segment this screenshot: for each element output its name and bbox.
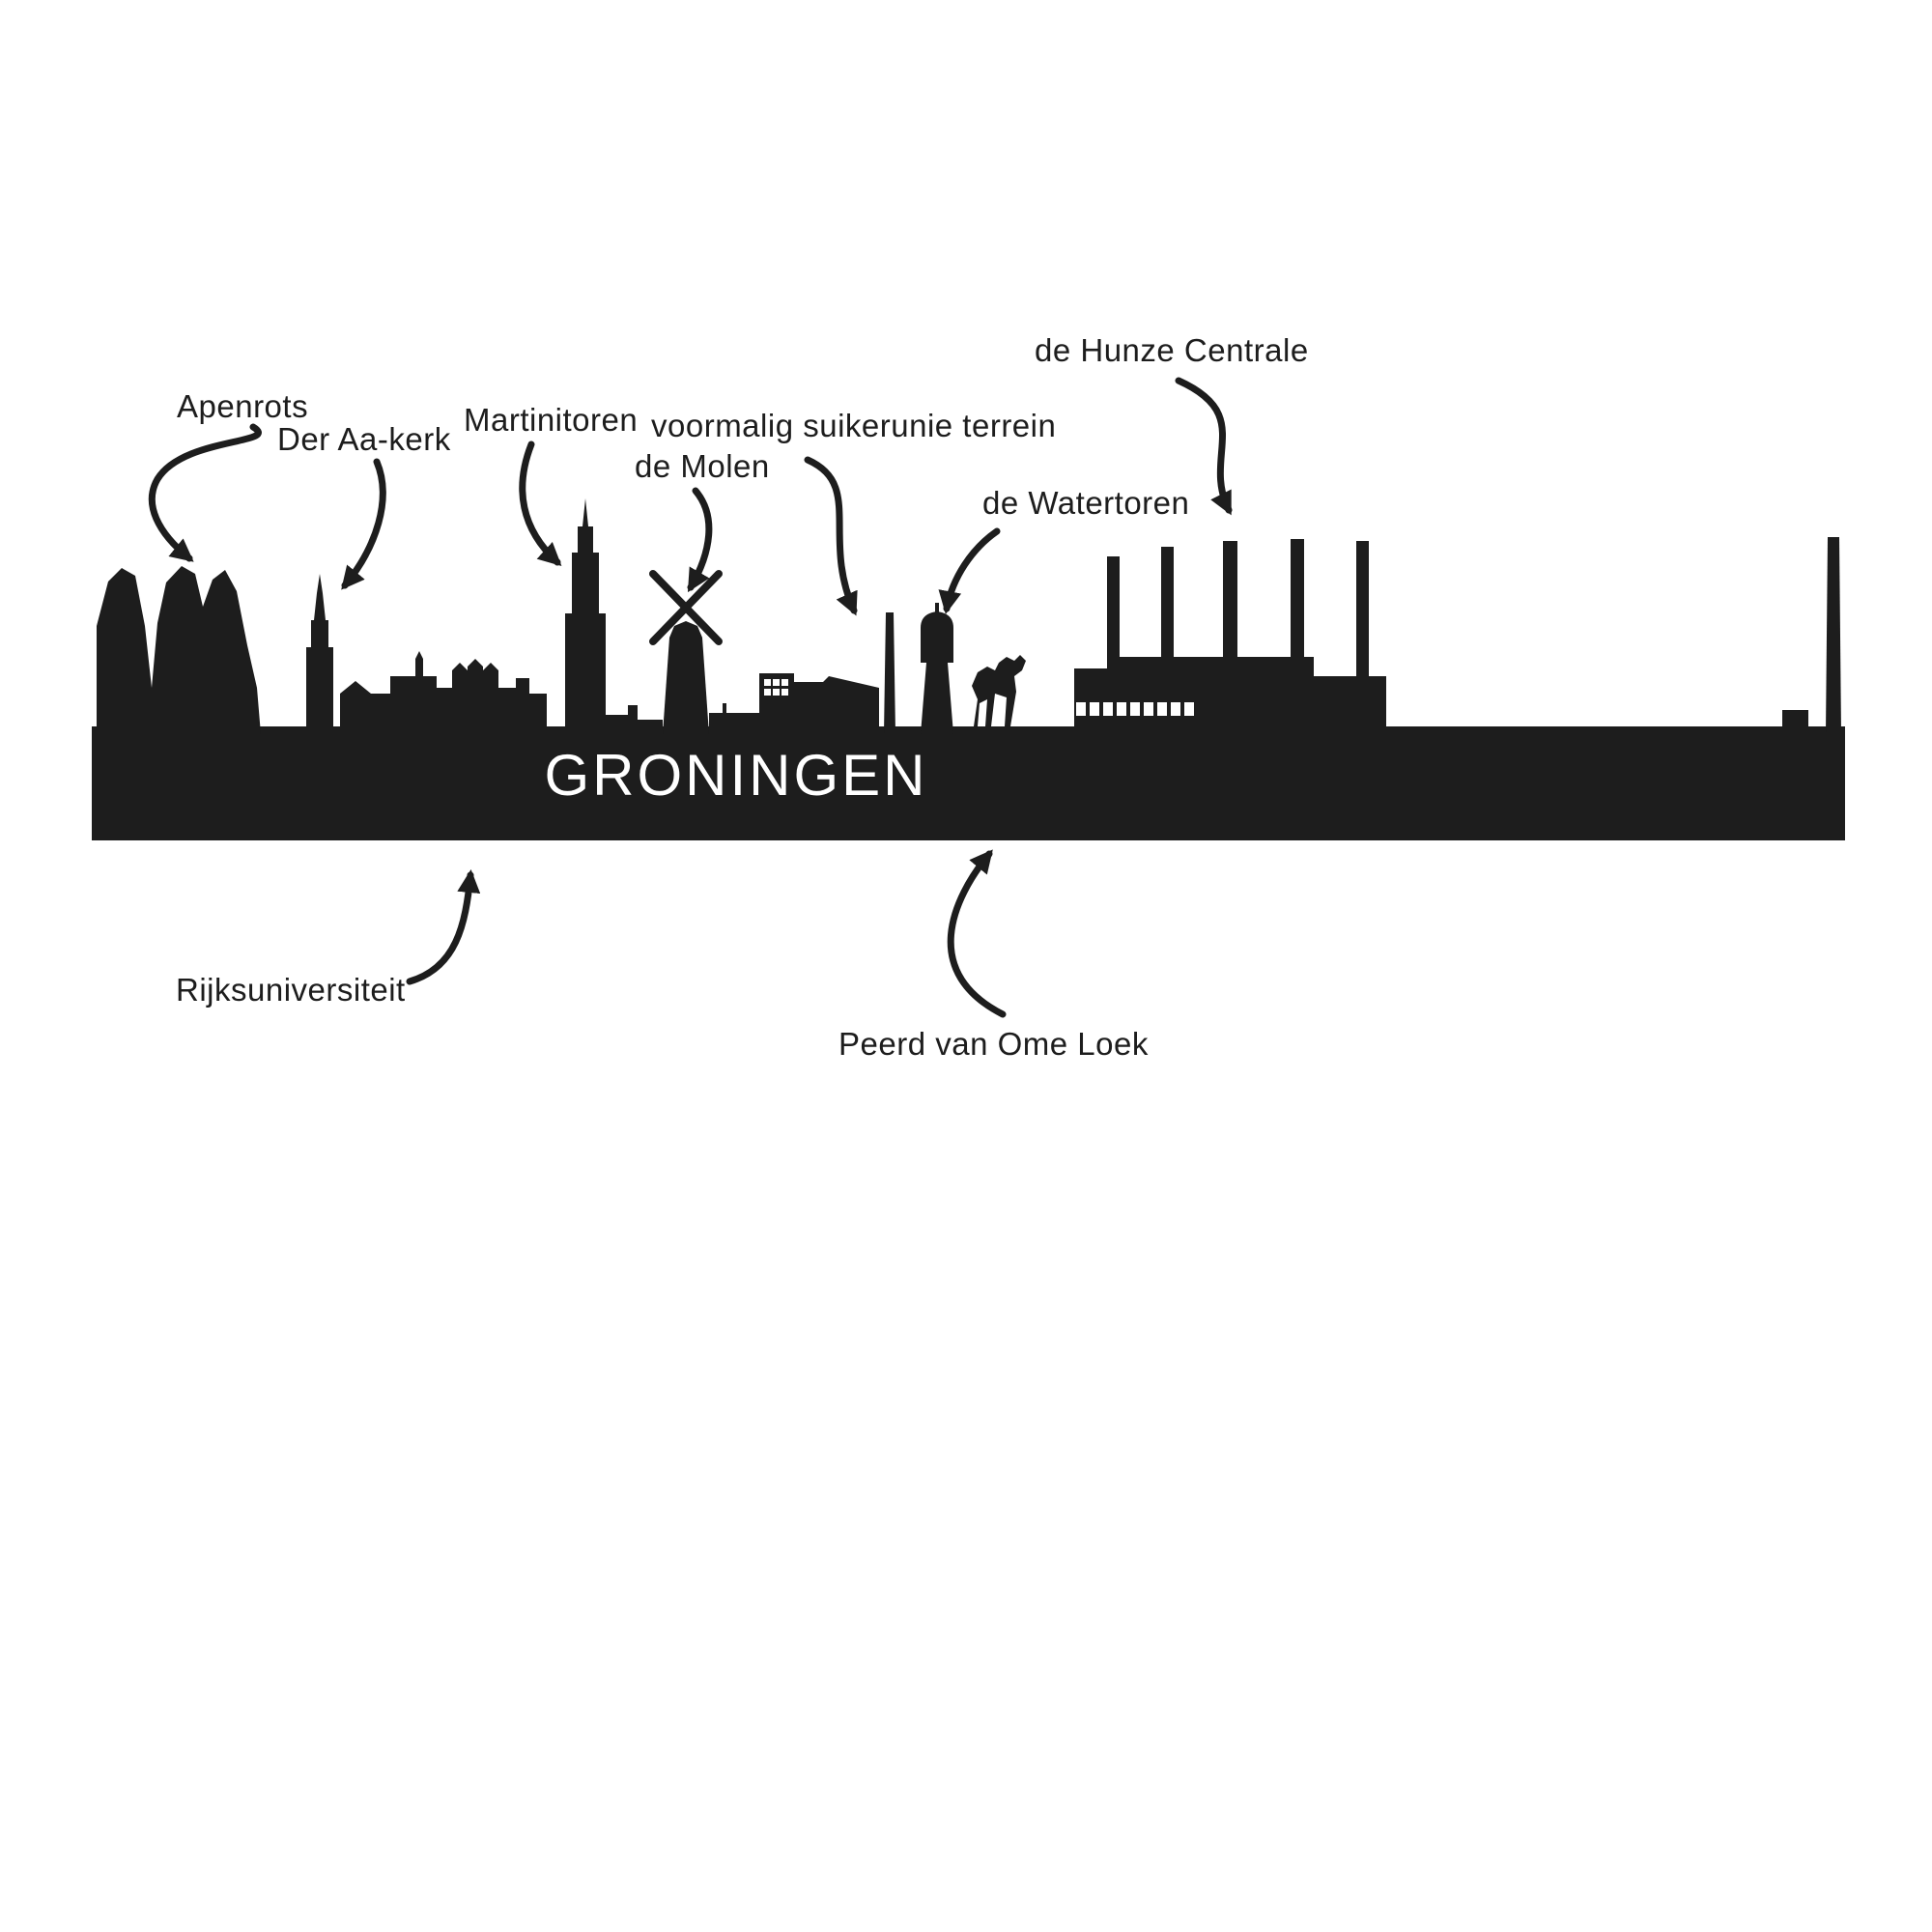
right-tall-chimney: [1826, 537, 1841, 734]
label-der-aa-kerk: Der Aa-kerk: [277, 421, 451, 457]
arrow-de-watertoren: [938, 527, 1001, 614]
label-martinitoren: Martinitoren: [464, 402, 639, 438]
arrow-peerd-van-ome-loek: [947, 849, 1007, 1018]
small-houses-left: [606, 705, 663, 734]
annotation-arrows: [148, 377, 1233, 1018]
arrow-de-hunze-centrale: [1175, 377, 1233, 516]
hunze-chimney-1: [1107, 556, 1120, 734]
de-molen-silhouette: [663, 621, 709, 734]
peerd-van-ome-loek-silhouette: [972, 655, 1026, 726]
hunze-chimney-5: [1356, 541, 1369, 734]
suikerunie-chimney: [884, 612, 895, 734]
label-de-molen: de Molen: [635, 448, 770, 484]
label-voormalig-suikerunie-terrein: voormalig suikerunie terrein: [651, 408, 1057, 443]
right-small-block: [1782, 710, 1808, 734]
de-watertoren-finial: [935, 603, 939, 614]
small-houses-right: [709, 703, 759, 734]
label-peerd-van-ome-loek: Peerd van Ome Loek: [838, 1026, 1149, 1062]
label-de-hunze-centrale: de Hunze Centrale: [1035, 332, 1309, 368]
arrow-der-aa-kerk: [341, 458, 386, 590]
suikerunie-silhouette: [759, 673, 879, 734]
skyline-base-band: [92, 726, 1845, 840]
old-town-rooflines: [340, 651, 547, 734]
arrow-martinitoren: [519, 440, 562, 567]
de-watertoren-silhouette: [921, 611, 953, 734]
label-de-watertoren: de Watertoren: [982, 485, 1190, 521]
label-apenrots: Apenrots: [177, 388, 309, 424]
der-aa-kerk-silhouette: [306, 574, 333, 734]
arrow-de-molen: [687, 487, 713, 593]
martinitoren-silhouette: [565, 498, 606, 734]
apenrots-silhouette: [97, 566, 261, 734]
hunze-chimney-4: [1291, 539, 1304, 734]
arrow-rijksuniversiteit: [406, 869, 481, 985]
hunze-chimney-3: [1223, 541, 1237, 734]
window-details: [764, 679, 1194, 716]
arrow-apenrots: [148, 423, 262, 562]
skyline-silhouette: [92, 498, 1845, 840]
label-rijksuniversiteit: Rijksuniversiteit: [176, 972, 406, 1008]
city-title: GRONINGEN: [544, 743, 928, 808]
arrow-suikerunie: [804, 456, 858, 616]
hunze-chimney-2: [1161, 547, 1174, 734]
